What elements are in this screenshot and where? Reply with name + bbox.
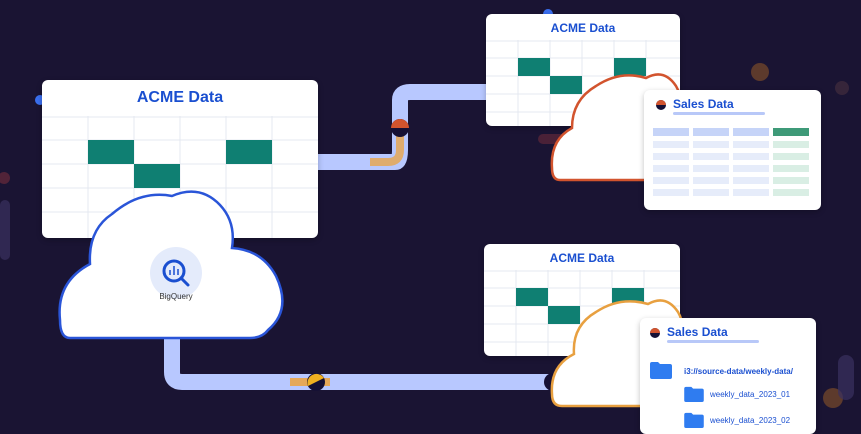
storage-path: i3://source-data/weekly-data/ [684,367,793,376]
connector-node-half [391,119,409,128]
top-card-title: ACME Data [550,21,616,35]
folder-icon [684,412,704,428]
grid-cell-highlight [614,58,646,76]
bottom-pipe [164,330,560,390]
connector-node-half [307,373,324,386]
folder-icon [684,386,704,402]
grid-cell-highlight [88,140,134,164]
sales-table [653,128,809,196]
decor-bar [0,200,10,260]
top-sales-title: Sales Data [673,97,734,111]
decor-dot [823,388,843,408]
sales-logo-icon [650,328,660,338]
decor-dot [835,81,849,95]
folder-item-label: weekly_data_2023_02 [710,416,791,425]
title-underline [667,340,759,343]
decor-dot [0,172,10,184]
grid-cell-highlight [226,140,272,164]
decor-bar [838,355,854,400]
bigquery-icon [162,259,186,283]
bottom-card-grid [484,270,680,356]
bottom-card-title: ACME Data [549,251,615,265]
folder-item-label: weekly_data_2023_01 [710,390,791,399]
top-pipe-glow [370,130,404,166]
bigquery-label: BigQuery [159,292,193,301]
title-underline [673,112,765,115]
bottom-sales-title: Sales Data [667,325,728,339]
folder-icon [650,362,672,379]
grid-cell-highlight [516,288,548,306]
grid-cell-highlight [134,164,180,188]
grid-cell-highlight [548,306,580,324]
decor-dot [751,63,769,81]
sales-logo-icon [656,100,666,110]
main-card-title: ACME Data [136,89,224,106]
grid-cell-highlight [550,76,582,94]
grid-cell-highlight [518,58,550,76]
bottom-sales-card: Sales Data i3://source-data/weekly-data/… [640,318,816,434]
top-sales-card: Sales Data [644,90,821,210]
